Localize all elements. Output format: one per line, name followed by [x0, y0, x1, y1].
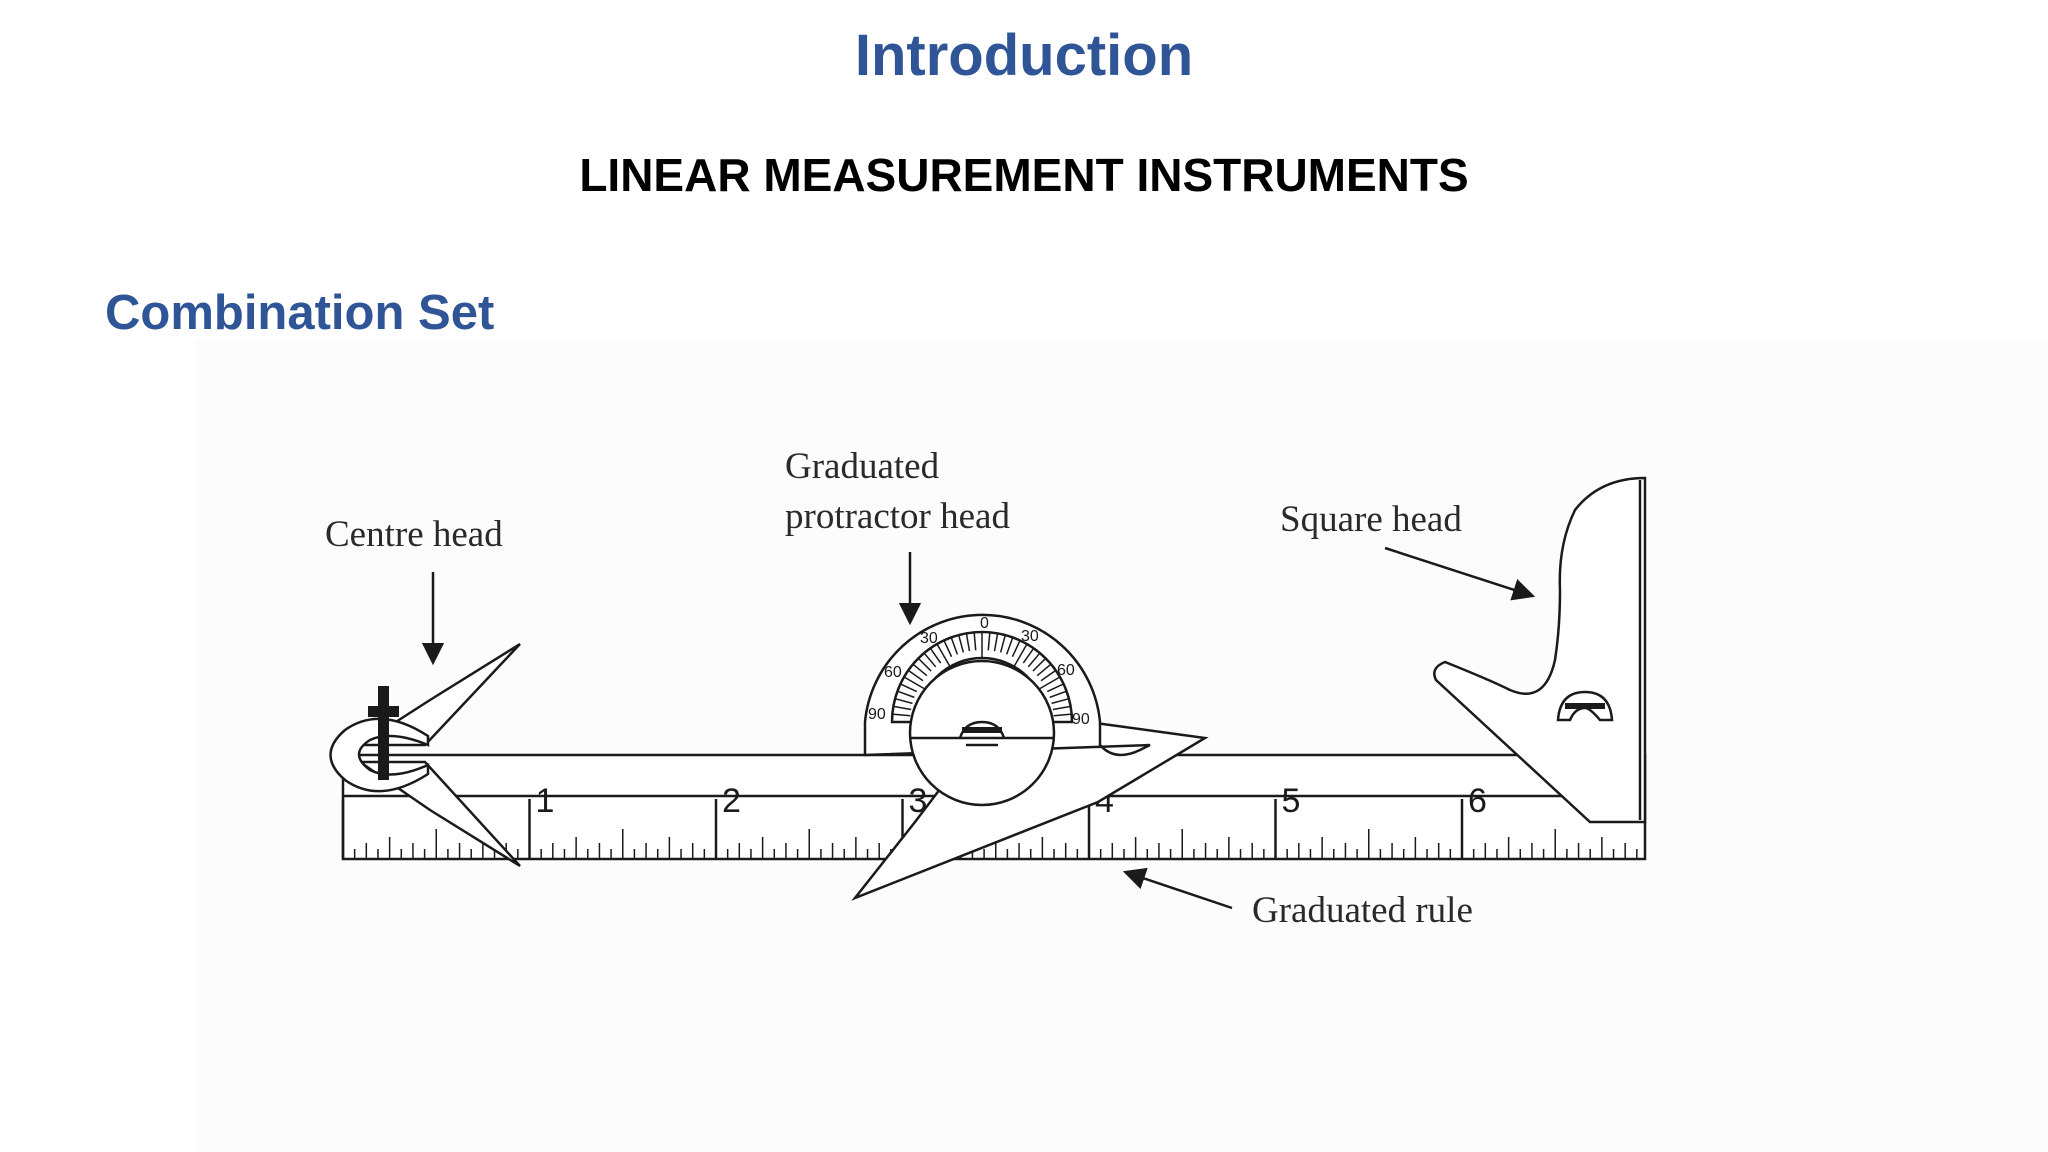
- protractor-tick: [973, 632, 977, 651]
- protractor-label-90-right: 90: [1072, 711, 1090, 728]
- label-graduated-rule: Graduated rule: [1252, 890, 1473, 931]
- centre-head: [329, 642, 521, 868]
- protractor-tick: [987, 632, 991, 651]
- protractor-tick: [893, 705, 912, 711]
- protractor-scale: [892, 632, 1072, 723]
- square-head-callout: Square head: [1280, 499, 1536, 601]
- protractor-tick: [923, 652, 937, 668]
- protractor-tick: [903, 676, 927, 691]
- slide-title: Introduction: [854, 23, 1194, 88]
- label-square-head: Square head: [1280, 499, 1462, 540]
- protractor-tick: [900, 683, 918, 693]
- protractor-tick: [1022, 647, 1035, 664]
- protractor-tick: [1005, 637, 1014, 655]
- protractor-tick: [917, 657, 932, 672]
- clamp-screw-icon: [378, 686, 389, 780]
- protractor-tick: [1049, 690, 1067, 699]
- section-heading: Combination Set: [105, 286, 495, 340]
- protractor-tick: [943, 640, 953, 658]
- rule-number-2: 2: [722, 782, 741, 820]
- protractor-tick: [1052, 705, 1071, 711]
- protractor-tick: [912, 663, 928, 677]
- label-centre-head: Centre head: [325, 514, 503, 555]
- protractor-tick: [950, 637, 959, 655]
- rule-ticks: [341, 799, 1638, 859]
- protractor-tick: [892, 713, 911, 717]
- protractor-tick: [929, 647, 942, 664]
- protractor-tick: [1046, 683, 1064, 693]
- protractor-tick: [1032, 657, 1047, 672]
- protractor-tick: [993, 633, 999, 652]
- protractor-label-30-right: 30: [1021, 628, 1039, 645]
- protractor-tick: [894, 697, 913, 705]
- protractor-tick: [965, 633, 971, 652]
- protractor-tick: [1013, 643, 1028, 667]
- protractor-head-callout: Graduated protractor head: [785, 446, 1010, 626]
- centre-head-callout: Centre head: [325, 514, 503, 666]
- protractor-tick: [1027, 652, 1041, 668]
- protractor-tick: [1036, 663, 1052, 677]
- protractor-tick: [897, 690, 915, 699]
- protractor-tick: [957, 634, 965, 653]
- protractor-label-60-right: 60: [1057, 662, 1075, 679]
- label-protractor-head-line2: protractor head: [785, 496, 1010, 537]
- protractor-tick: [1053, 713, 1072, 717]
- protractor-label-60-left: 60: [884, 664, 902, 681]
- protractor-tick: [999, 634, 1007, 653]
- label-protractor-head-line1: Graduated: [785, 446, 940, 487]
- graduated-rule-callout: Graduated rule: [1122, 867, 1473, 931]
- protractor-tick: [1040, 669, 1057, 682]
- protractor-label-0: 0: [980, 615, 989, 632]
- protractor-tick: [936, 643, 951, 667]
- protractor-tick: [1011, 640, 1021, 658]
- protractor-tick: [907, 669, 924, 682]
- protractor-tick: [1051, 697, 1070, 705]
- rule-number-5: 5: [1282, 782, 1301, 820]
- protractor-label-30-left: 30: [920, 630, 938, 647]
- slide-subtitle: LINEAR MEASUREMENT INSTRUMENTS: [579, 149, 1469, 201]
- protractor-tick: [1037, 676, 1061, 691]
- rule-number-6: 6: [1468, 782, 1487, 820]
- protractor-head: 0 30 30 60 60 90 90: [851, 613, 1209, 901]
- protractor-label-90-left: 90: [868, 706, 886, 723]
- rule-number-1: 1: [536, 782, 555, 820]
- square-head: [1433, 476, 1647, 824]
